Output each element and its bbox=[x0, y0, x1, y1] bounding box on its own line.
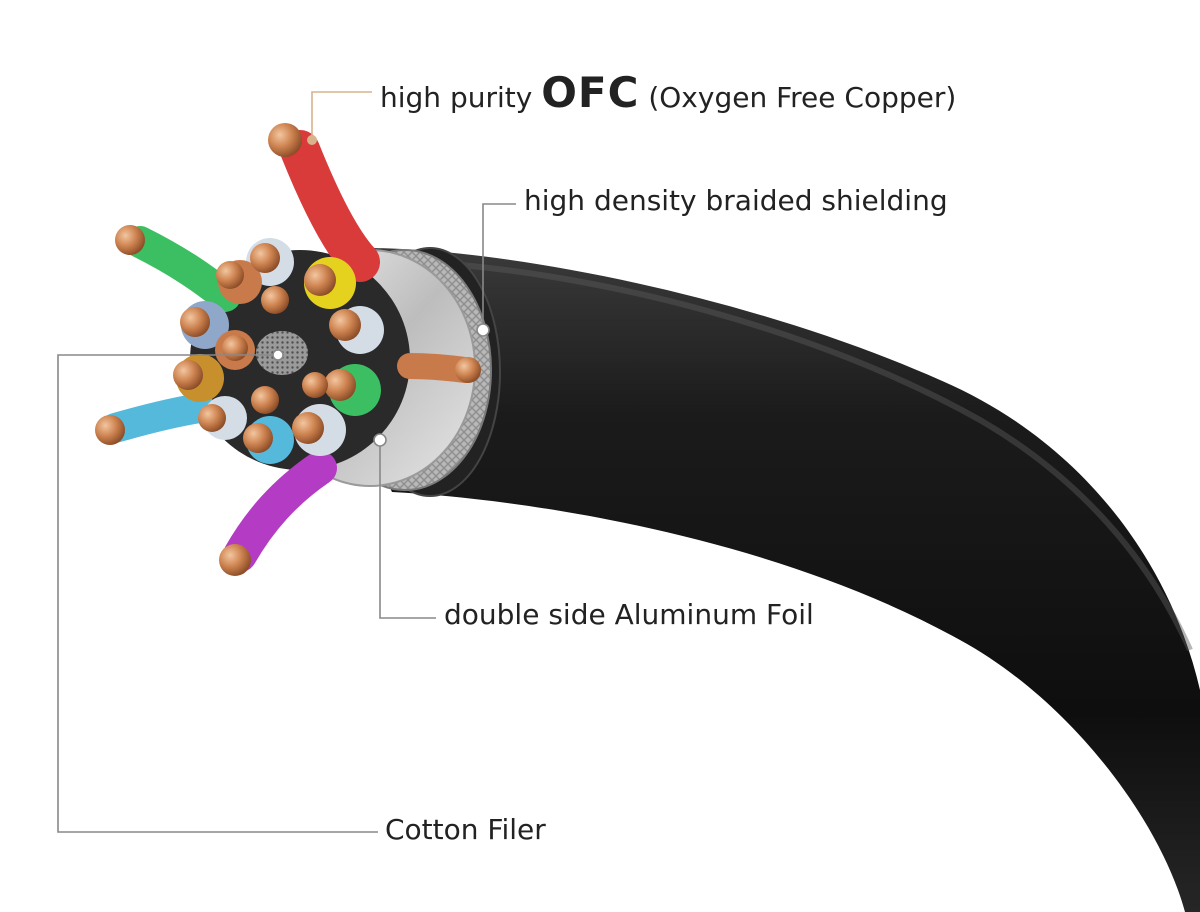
aluminum-foil-label: double side Aluminum Foil bbox=[444, 598, 814, 631]
ofc-label-suffix: (Oxygen Free Copper) bbox=[639, 81, 957, 114]
braided-shielding-label: high density braided shielding bbox=[524, 184, 948, 217]
ofc-label: high purity OFC (Oxygen Free Copper) bbox=[380, 72, 956, 114]
copper-conductors bbox=[95, 123, 481, 576]
leader-cotton bbox=[57, 354, 378, 833]
ofc-label-strong: OFC bbox=[541, 68, 640, 117]
jacket-highlight bbox=[419, 259, 1193, 652]
callout-leaders bbox=[57, 91, 516, 833]
leader-ofc bbox=[311, 91, 372, 140]
cable-jacket bbox=[362, 248, 1200, 912]
cotton-filler-label: Cotton Filer bbox=[385, 813, 546, 846]
leader-foil bbox=[379, 440, 436, 619]
leader-braid bbox=[482, 203, 516, 330]
ofc-label-prefix: high purity bbox=[380, 81, 542, 114]
long-wires bbox=[100, 130, 478, 572]
